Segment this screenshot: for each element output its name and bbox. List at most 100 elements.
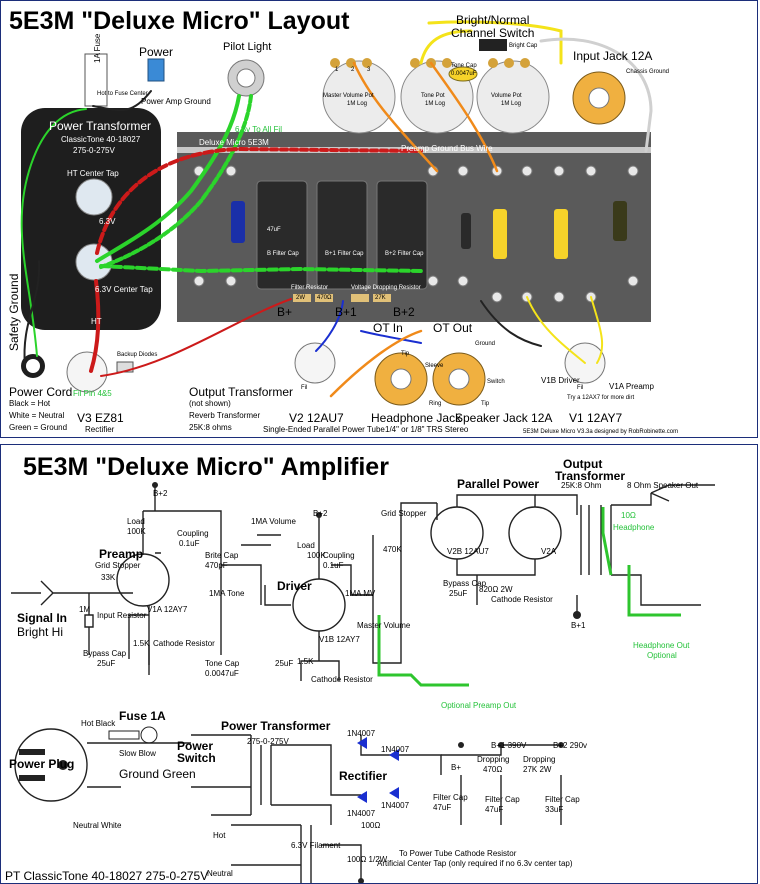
v1-label: V1 12AY7	[569, 411, 623, 425]
driver-cathode-label: Cathode Resistor	[311, 675, 373, 684]
bp1-label: B+1	[571, 621, 586, 630]
b-filter-cap	[256, 180, 308, 290]
cap-47-label: 47uF	[267, 227, 281, 233]
v1-desc: Try a 12AX7 for more dirt	[567, 395, 635, 401]
tone-pot-label: Tone Pot	[421, 93, 445, 99]
bp1-390-label: B+1 390V	[491, 741, 527, 750]
r1m-label: 1M	[79, 605, 91, 614]
r27k2w-label: 27K 2W	[523, 765, 552, 774]
neutral-white-label: Neutral White	[73, 821, 122, 830]
mv-label: 1MA MV	[345, 589, 376, 598]
tone-cap	[448, 66, 478, 82]
driver-c25-label: 25uF	[275, 659, 294, 668]
power-amp-ground-label: Power Amp Ground	[141, 97, 211, 106]
to-power-tube-label: To Power Tube Cathode Resistor	[399, 849, 517, 858]
filter-resistor-2w	[293, 294, 311, 302]
driver-load-label: Load	[297, 541, 315, 550]
hot-to-fuse-label: Hot to Fuse Center	[97, 91, 148, 97]
fuse-label: 1A Fuse	[93, 33, 102, 63]
bright-hi-label: Bright Hi	[17, 625, 64, 639]
r470k-label: 470K	[383, 545, 402, 554]
bplus2-label: B+2	[393, 305, 415, 319]
speaker-jack-label: Speaker Jack 12A	[455, 411, 553, 425]
bp2-top-label: B+2	[153, 489, 168, 498]
rectifier-label: Rectifier	[85, 425, 115, 434]
c47-label-1: 47uF	[433, 803, 452, 812]
slow-blow-label: Slow Blow	[119, 749, 156, 758]
ht-center-tap-lug	[75, 178, 113, 216]
optional-preamp-out-label: Optional Preamp Out	[441, 701, 517, 710]
schematic-panel: 5E3M "Deluxe Micro" Amplifier Preamp Gri…	[0, 444, 758, 884]
v1a-bypass-cap	[613, 201, 627, 241]
input-jack-label: Input Jack 12A	[573, 49, 653, 63]
c33-label: 33uF	[545, 805, 564, 814]
fil-pin-label: Fil Pin 4&5	[73, 389, 112, 398]
pt-title: Power Transformer	[49, 119, 152, 133]
filter-cap-label-1: Filter Cap	[433, 793, 468, 802]
dropping-resistor-27k	[373, 294, 391, 302]
v2a-label: V2A	[541, 547, 557, 556]
pt-model: ClassicTone 40-18027	[61, 135, 141, 144]
master-volume-pot	[322, 60, 396, 134]
bplus1-label: B+1	[335, 305, 357, 319]
r-2w-label: 2W	[296, 295, 305, 301]
headphone-label: Headphone	[613, 523, 655, 532]
ot-title: Output Transformer	[189, 385, 294, 399]
r-470-label: 470Ω	[317, 295, 332, 301]
plug-ground-pin	[58, 760, 68, 770]
optional-label: Optional	[647, 651, 677, 660]
to-all-fil-label: 6.3v To All Fil	[235, 125, 282, 134]
plug-prong-neutral	[19, 775, 45, 781]
dropping-label-2: Dropping	[523, 755, 556, 764]
pt-footer-label: PT ClassicTone 40-18027 275-0-275V	[5, 869, 209, 883]
r100-label: 100Ω	[361, 821, 381, 830]
dropping-resistor-2w	[351, 294, 369, 302]
credit-label: 5E3M Deluxe Micro V3.3a designed by RobR…	[523, 429, 679, 435]
v2-desc: Single-Ended Parallel Power Tube	[263, 425, 385, 434]
ot-out-label: OT Out	[433, 321, 473, 335]
diode-label-4: 1N4007	[381, 801, 410, 810]
plug-prong-hot	[19, 749, 45, 755]
bypass-cap-label: Bypass Cap	[83, 649, 127, 658]
b-cap-label: B Filter Cap	[267, 251, 299, 257]
driver-label: Driver	[277, 579, 312, 593]
master-pot-value: 1M Log	[347, 101, 368, 107]
transformer-label: Transformer	[555, 469, 626, 483]
filter-resistor-label: Filter Resistor	[291, 285, 329, 291]
grid-stopper-label: Grid Stopper	[95, 561, 141, 570]
r100-12w-label: 100Ω 1/2W	[347, 855, 388, 864]
master-volume-label: Master Volume	[357, 621, 411, 630]
v1b-driver-label: V1B Driver	[541, 376, 580, 385]
power-label: Power	[139, 45, 174, 59]
junction-dots	[152, 482, 581, 883]
schematic-diagram	[11, 482, 715, 883]
headphone-jack-label: Headphone Jack	[371, 411, 462, 425]
ohms-label: 25K:8 ohms	[189, 423, 232, 432]
optional-green-wiring	[377, 507, 681, 687]
parallel-power-label: Parallel Power	[457, 477, 540, 491]
board-name: Deluxe Micro 5E3M	[199, 138, 269, 147]
pt-voltage-label: 275-0-275V	[247, 737, 289, 746]
power-plug-label: Power Plug	[9, 757, 75, 771]
input-resistor-label: Input Resistor	[97, 611, 147, 620]
v1b-label: V1B 12AY7	[319, 635, 360, 644]
power-bypass-cap-label: Bypass Cap	[443, 579, 487, 588]
bplus-label: B+	[277, 305, 293, 319]
v2-socket	[294, 342, 336, 384]
power-c25-label: 25uF	[449, 589, 468, 598]
headphone-desc: 1/4" or 1/8" TRS Stereo	[385, 425, 469, 434]
dropping-label-1: Dropping	[477, 755, 510, 764]
layout-wires	[20, 20, 653, 398]
tip-label-1: Tip	[401, 351, 410, 357]
bp-label: B+	[451, 763, 462, 772]
tone-cap-value: 0.0047uF	[451, 71, 477, 77]
output-label: Output	[563, 457, 603, 471]
fil-label-v1: Fil	[577, 385, 584, 391]
v1a-preamp-label: V1A Preamp	[609, 382, 654, 391]
hot-label: Hot	[213, 831, 226, 840]
power-switch-label-2: Switch	[177, 751, 216, 765]
diode-label-2: 1N4007	[381, 745, 410, 754]
bright-switch	[479, 39, 507, 51]
power-transformer-label: Power Transformer	[221, 719, 331, 733]
r10-label: 10Ω	[621, 511, 636, 520]
